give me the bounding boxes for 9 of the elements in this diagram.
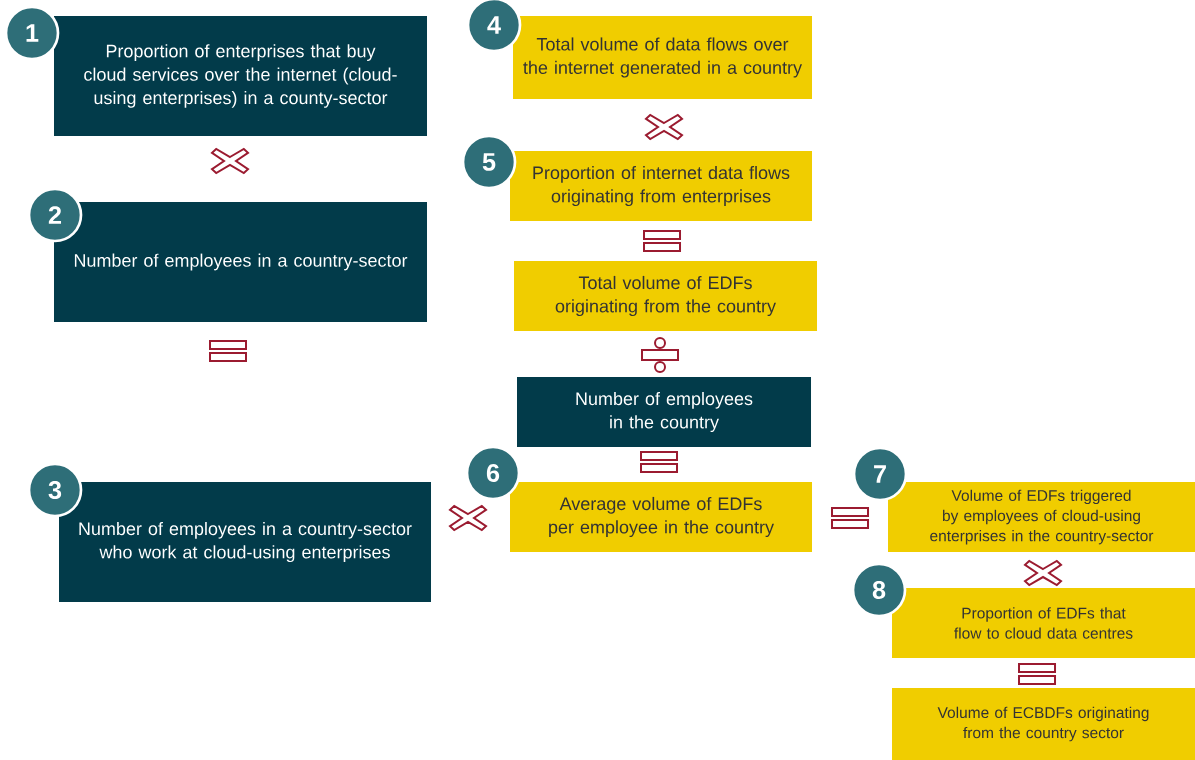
text-box: Volume of ECBDFs originating from the country sector — [892, 688, 1195, 760]
text-box: Proportion of internet data flows originating from enterprises — [510, 151, 812, 221]
text-box: Average volume of EDFs per employee in the country — [510, 482, 812, 552]
text-box: Total volume of data flows over the internet generated in a country — [513, 16, 812, 99]
text-box: Volume of EDFs triggered by employees of cloud-using enterprises in the country-sector — [888, 482, 1195, 552]
text-box: Total volume of EDFs originating from the country — [514, 261, 817, 331]
text-box: Proportion of enterprises that buy cloud services over the internet (cloud-using enterprises) in a county-sector — [54, 16, 427, 136]
text-box: Proportion of EDFs that flow to cloud data centres — [892, 588, 1195, 658]
text-box: Number of employees in the country — [517, 377, 811, 447]
